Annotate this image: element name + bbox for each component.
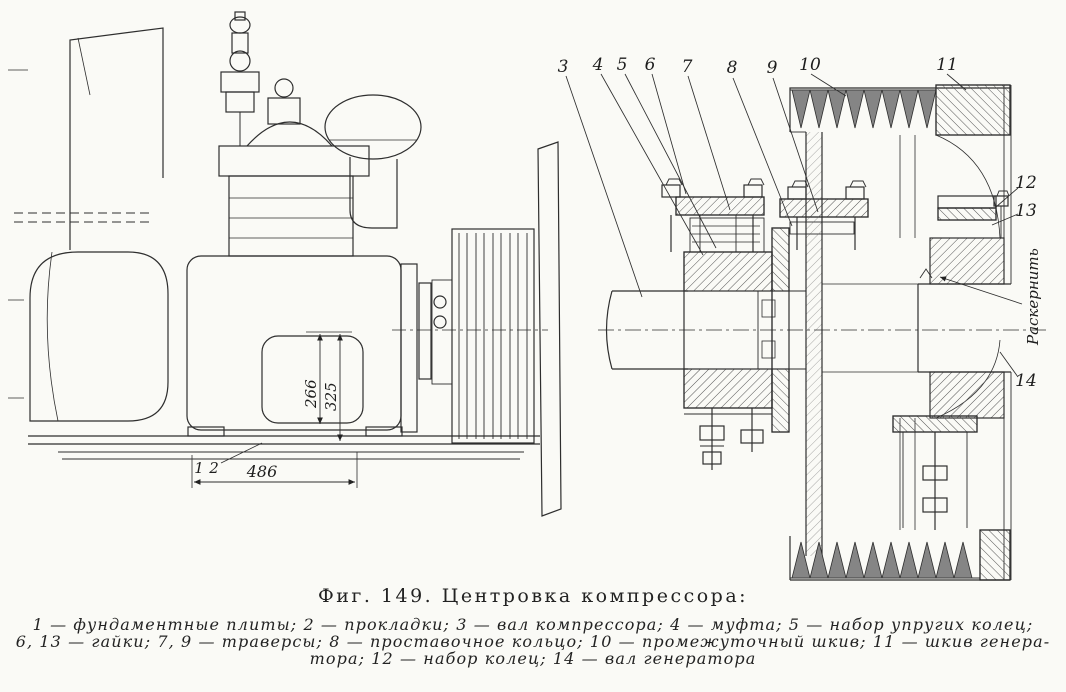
left-dimension-lines (191, 331, 358, 488)
left-drawing (8, 11, 562, 517)
generator-shaft (917, 237, 1011, 419)
drive-pulley-group (392, 141, 562, 517)
callout-label-13: 13 (1015, 201, 1037, 221)
flywheel-housing (29, 251, 169, 422)
v-groove-teeth-bottom (791, 541, 973, 579)
legend-line-3: тора; 12 — набор колец; 14 — вал генерат… (309, 649, 757, 668)
callout-label-9: 9 (767, 58, 778, 78)
wall-section (8, 27, 164, 399)
valve-fitting-stack (220, 11, 301, 146)
callout-label-12: 12 (1015, 173, 1037, 193)
callout-label-10: 10 (799, 55, 821, 75)
callout-label-7: 7 (682, 57, 693, 77)
callout-label-11: 11 (936, 55, 958, 75)
figure-drawing: 3 4 5 6 7 8 9 10 11 12 13 14 Раскернить … (8, 11, 1050, 581)
legend-line-2: 6, 13 — гайки; 7, 9 — траверсы; 8 — прос… (15, 632, 1051, 651)
air-filter-dome (324, 94, 422, 229)
upper-right-bolt-assembly (779, 180, 869, 250)
callout-labels: 3 4 5 6 7 8 9 10 11 12 13 14 Раскернить … (194, 55, 1042, 481)
annotation-raskernit: Раскернить (1024, 248, 1042, 346)
coupling-hub (683, 251, 776, 409)
lower-bolt-assembly (684, 408, 772, 470)
intermediate-pulley (789, 87, 1010, 556)
part-label-2: 2 (208, 459, 219, 477)
callout-label-4: 4 (592, 55, 604, 75)
legend-line-1: 1 — фундаментные плиты; 2 — прокладки; 3… (32, 615, 1034, 634)
callout-label-8: 8 (727, 58, 738, 78)
compressor-body (186, 121, 402, 431)
callout-label-14: 14 (1015, 371, 1037, 391)
raskernit-arrow (939, 276, 1023, 305)
generator-pulley (789, 84, 1012, 581)
callout-leader-lines (565, 73, 1023, 378)
foundation-base (28, 426, 540, 460)
figure-caption: Фиг. 149. Центровка компрессора: (317, 585, 749, 607)
dim-label-486: 486 (246, 462, 278, 481)
lower-right-assembly (892, 415, 978, 530)
coupling-flange (771, 227, 806, 433)
upper-left-bolt-assembly (661, 178, 765, 253)
knurl-mark (919, 268, 933, 279)
right-drawing (565, 73, 1050, 581)
figure-legend: 1 — фундаментные плиты; 2 — прокладки; 3… (0, 616, 1066, 667)
ring-set-assembly (937, 190, 1010, 238)
callout-label-3: 3 (558, 57, 569, 77)
dim-label-325: 325 (322, 382, 340, 411)
callout-label-6: 6 (645, 55, 656, 75)
part-label-1: 1 (194, 459, 204, 477)
callout-label-5: 5 (617, 55, 628, 75)
v-groove-teeth-top (791, 89, 937, 129)
dim-label-266: 266 (302, 379, 320, 409)
